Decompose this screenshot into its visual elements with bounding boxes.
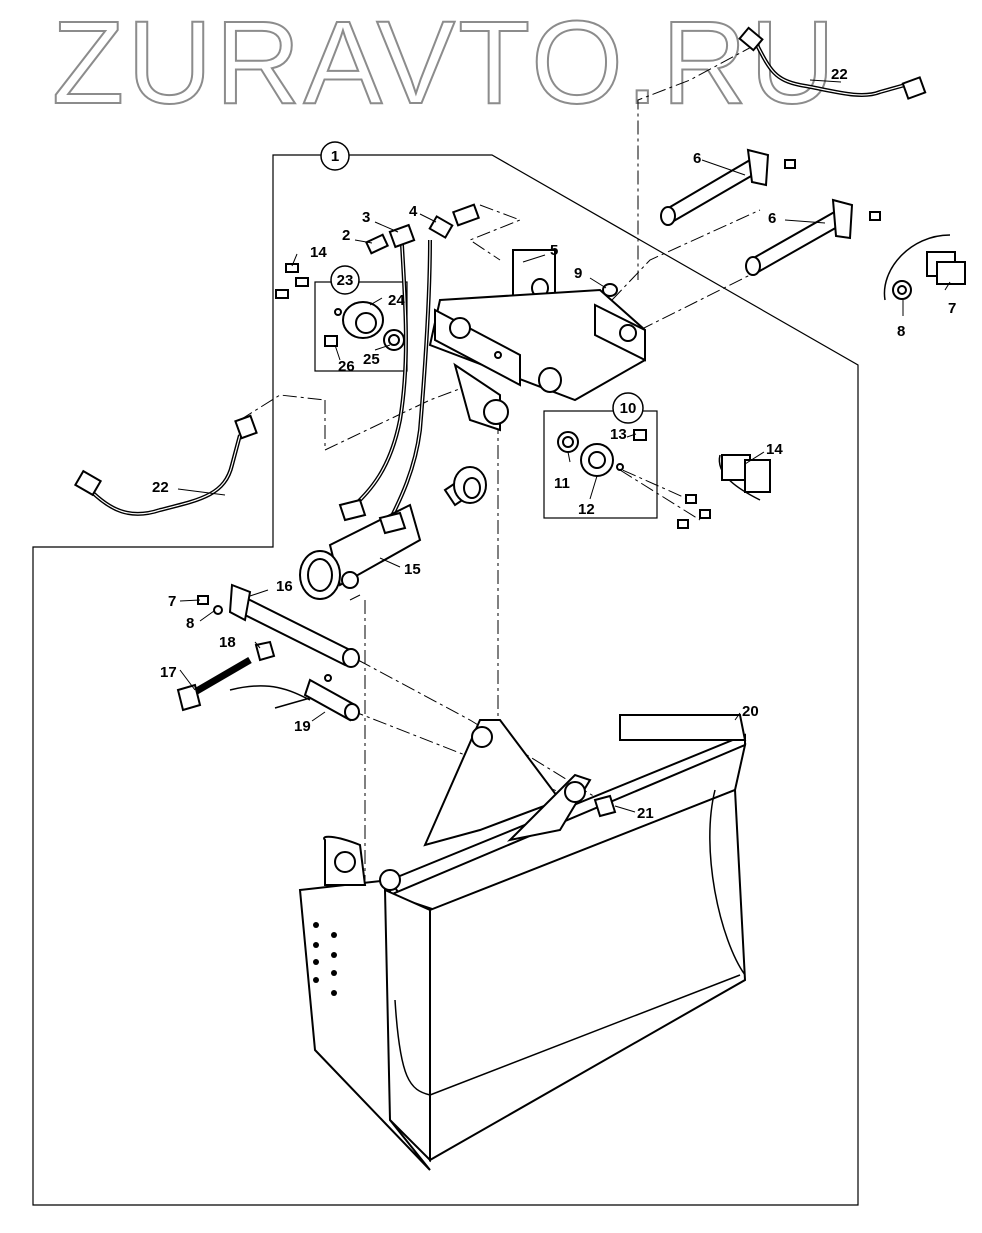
callout-label: 14: [310, 244, 327, 261]
pin-16: [197, 583, 360, 668]
flange-12: [580, 443, 614, 477]
callout-label: 6: [693, 150, 701, 167]
callout-label: 25: [363, 351, 380, 368]
callout-label: 22: [152, 479, 169, 496]
bracket-5: [428, 249, 646, 432]
pin-6-lower: [745, 198, 881, 276]
callout-label: 2: [342, 227, 350, 244]
callout-label: 7: [168, 593, 176, 610]
pin-19: [274, 674, 360, 722]
group-label: 23: [337, 272, 354, 289]
callout-label: 14: [766, 441, 783, 458]
fitting-3: [388, 223, 416, 249]
callout-label: 22: [831, 66, 848, 83]
fitting-2: [364, 233, 390, 255]
callout-label: 20: [742, 703, 759, 720]
callout-label: 8: [186, 615, 194, 632]
bolts-14: [275, 263, 309, 299]
hydraulic-cylinder-15: [299, 466, 487, 600]
callout-label: 12: [578, 501, 595, 518]
group-label: 1: [331, 148, 339, 165]
callout-label: 9: [574, 265, 582, 282]
callout-label: 18: [219, 634, 236, 651]
callout-label: 26: [338, 358, 355, 375]
grease-nipple-26: [324, 308, 342, 347]
bushing-25: [383, 329, 405, 351]
bushing-11: [557, 431, 579, 453]
callout-label: 17: [160, 664, 177, 681]
nut-21: [593, 794, 617, 818]
bucket-20: [298, 714, 747, 1171]
callout-label: 7: [948, 300, 956, 317]
cylinder-hoses: [353, 239, 432, 521]
callout-label: 13: [610, 426, 627, 443]
callout-label: 16: [276, 578, 293, 595]
detail-bolt-14: [677, 454, 771, 529]
callout-label: 8: [897, 323, 905, 340]
callout-label: 19: [294, 718, 311, 735]
detail-bolt-7-washer-8: [883, 234, 966, 301]
callout-label: 3: [362, 209, 370, 226]
pin-6-upper: [660, 148, 796, 226]
nut-18: [254, 640, 276, 662]
group-label: 10: [620, 400, 637, 417]
callout-label: 24: [388, 292, 405, 309]
nut-9: [602, 283, 618, 297]
callout-label: 21: [637, 805, 654, 822]
callout-label: 6: [768, 210, 776, 227]
bolt-17: [176, 656, 311, 712]
callout-label: 11: [554, 475, 570, 492]
leader-lines: [177, 79, 951, 813]
flange-24: [342, 301, 384, 339]
callout-label: 5: [550, 242, 558, 259]
fitting-4: [428, 203, 481, 239]
group-1-marker: 1: [320, 141, 350, 171]
callout-label: 15: [404, 561, 421, 578]
group-10-marker: 10: [543, 392, 658, 519]
callout-label: 4: [409, 203, 418, 220]
assembly-boundary: [32, 154, 859, 1206]
watermark-text: ZURAVTO.RU: [51, 0, 839, 129]
hose-22-upper: [738, 26, 927, 100]
hose-22-lower: [73, 414, 258, 516]
